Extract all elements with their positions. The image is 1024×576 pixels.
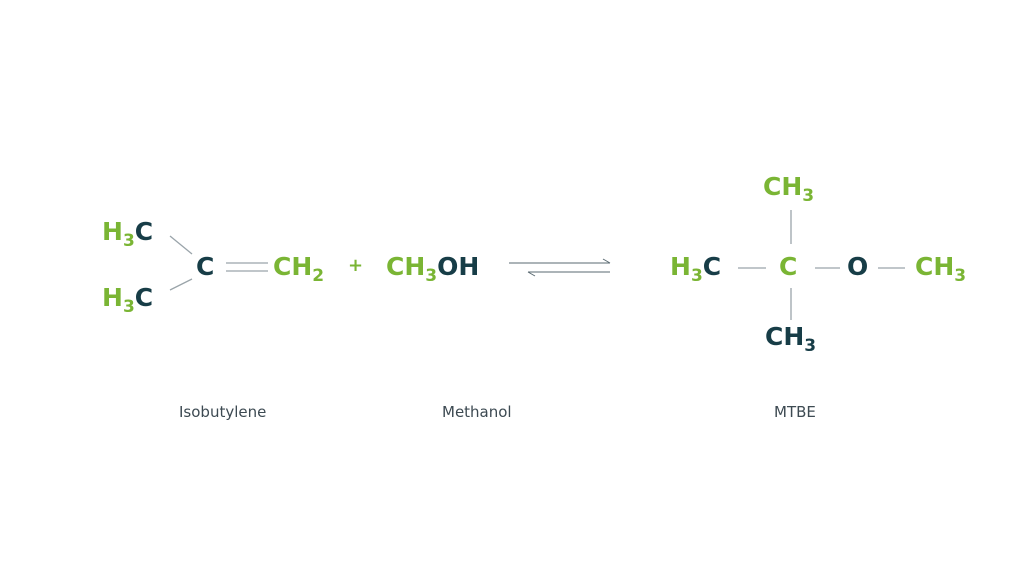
methanol-formula: CH3OH bbox=[386, 252, 480, 286]
plus-sign: + bbox=[348, 255, 364, 276]
mtbe-center-carbon: C bbox=[779, 252, 798, 281]
reverse-arrow-head bbox=[527, 271, 536, 277]
mtbe-top-methyl: CH3 bbox=[763, 172, 815, 206]
isobutylene-methylene: CH2 bbox=[273, 252, 325, 286]
mtbe-oxygen: O bbox=[847, 252, 869, 281]
caption-mtbe: MTBE bbox=[774, 403, 816, 421]
mtbe-bottom-methyl: CH3 bbox=[765, 322, 817, 356]
caption-methanol: Methanol bbox=[442, 403, 512, 421]
mtbe-left-methyl: H3C bbox=[670, 252, 722, 286]
forward-arrow-head bbox=[602, 258, 611, 264]
bond-top-methyl bbox=[169, 235, 193, 255]
isobutylene-top-methyl: H3C bbox=[102, 217, 154, 251]
mtbe-right-methyl: CH3 bbox=[915, 252, 967, 286]
isobutylene-center-carbon: C bbox=[196, 252, 215, 281]
caption-isobutylene: Isobutylene bbox=[179, 403, 267, 421]
bond-bottom-methyl bbox=[169, 278, 193, 291]
isobutylene-bottom-methyl: H3C bbox=[102, 283, 154, 317]
